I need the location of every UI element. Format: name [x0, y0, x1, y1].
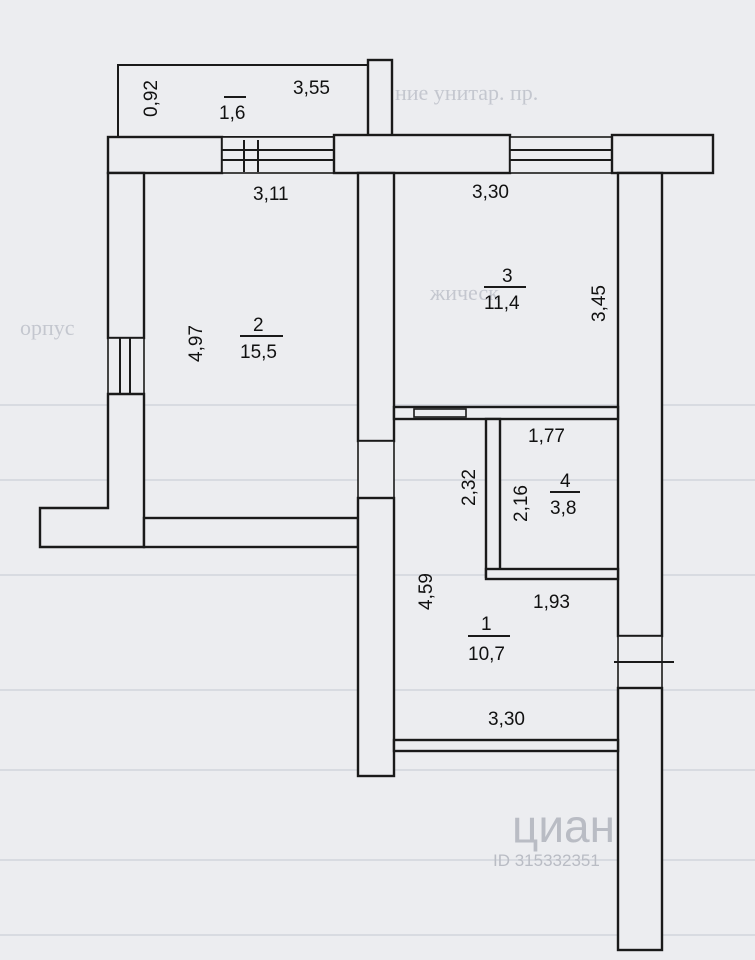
balcony-depth-label: 0,92	[141, 80, 162, 117]
room1-width-label: 3,30	[488, 709, 525, 730]
room2-width-label: 3,11	[253, 184, 289, 205]
watermark-id: ID 315332351	[493, 851, 600, 870]
room1-area: 10,7	[468, 644, 505, 665]
room3-area: 11,4	[484, 293, 520, 314]
room4-length-outer-label: 2,32	[459, 469, 480, 506]
room4-number: 4	[560, 471, 571, 492]
room3-bottom-partition	[392, 405, 620, 421]
room4-bottom-label: 1,93	[533, 592, 570, 613]
watermark: циан ID 315332351	[493, 800, 615, 870]
balcony-length-label: 3,55	[293, 78, 330, 99]
room2-number: 2	[253, 315, 264, 336]
svg-text:ние унитар. пр.: ние унитар. пр.	[395, 80, 538, 105]
room1-bottom-wall	[392, 738, 620, 753]
watermark-brand: циан	[512, 800, 615, 852]
top-wall	[106, 133, 715, 175]
left-wall	[38, 171, 146, 549]
svg-text:орпус: орпус	[20, 315, 75, 340]
room4-width-label: 1,77	[528, 426, 565, 447]
room4-area: 3,8	[550, 498, 576, 519]
balcony-area-label: 1,6	[219, 103, 245, 124]
svg-text:жическ: жическ	[429, 280, 499, 305]
room4-walls	[484, 417, 620, 581]
right-wall	[614, 171, 674, 952]
central-partition	[356, 171, 396, 778]
room2-area: 15,5	[240, 342, 277, 363]
room1-number: 1	[481, 614, 492, 635]
room2-bottom-wall	[142, 516, 360, 549]
room3-length-label: 3,45	[589, 285, 610, 322]
room3-number: 3	[502, 266, 513, 287]
room3-width-label: 3,30	[472, 182, 509, 203]
room2-length-label: 4,97	[186, 325, 207, 362]
room4-length-inner-label: 2,16	[511, 485, 532, 522]
room1-length-label: 4,59	[416, 573, 437, 610]
